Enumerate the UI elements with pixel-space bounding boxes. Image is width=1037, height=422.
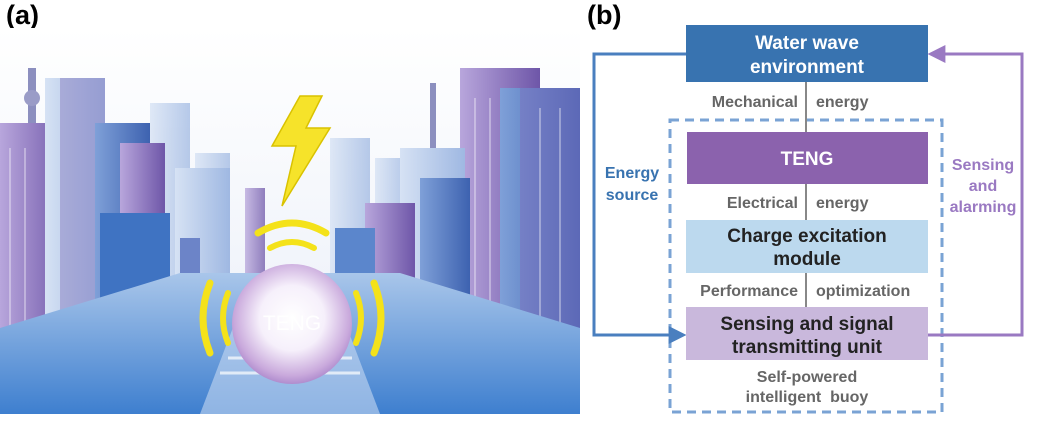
teng-sphere	[232, 264, 352, 384]
water-wave-box	[686, 25, 928, 82]
sensing-alarming-line2: and	[969, 178, 997, 195]
panel-b-label: (b)	[587, 0, 622, 30]
water-wave-line1: Water wave	[755, 33, 859, 54]
sensing-unit-line2: transmitting unit	[732, 337, 883, 358]
sensing-alarming-line1: Sensing	[952, 157, 1014, 174]
sensing-alarming-arrow	[927, 45, 1024, 337]
buoy-label-line1: Self-powered	[757, 369, 857, 386]
lightning-icon	[270, 95, 332, 207]
performance-label: Performance	[700, 283, 798, 300]
flow-diagram: Water wave environment Mechanical energy…	[592, 25, 1024, 414]
optimization-label: optimization	[816, 283, 910, 300]
mechanical-label: Mechanical	[712, 94, 798, 111]
electrical-energy-label: energy	[816, 195, 869, 212]
sensing-alarming-line3: alarming	[950, 199, 1017, 216]
charge-excitation-line2: module	[773, 249, 841, 270]
teng-sphere-label: TENG	[263, 312, 321, 335]
energy-source-arrow	[592, 52, 687, 344]
energy-source-line2: source	[606, 187, 659, 204]
signal-waves	[199, 219, 385, 357]
charge-excitation-box	[686, 220, 928, 273]
buoy-label-line2: intelligent buoy	[746, 389, 869, 406]
energy-source-line1: Energy	[605, 165, 659, 182]
sensing-unit-line1: Sensing and signal	[720, 314, 893, 335]
panel-a-label: (a)	[6, 0, 39, 30]
city-illustration: TENG	[0, 28, 580, 414]
electrical-label: Electrical	[727, 195, 798, 212]
water-wave-line2: environment	[750, 57, 865, 78]
teng-box	[687, 132, 928, 184]
mechanical-energy-label: energy	[816, 94, 869, 111]
sensing-unit-box	[686, 307, 928, 360]
charge-excitation-line1: Charge excitation	[727, 226, 886, 247]
teng-box-label: TENG	[781, 149, 834, 170]
